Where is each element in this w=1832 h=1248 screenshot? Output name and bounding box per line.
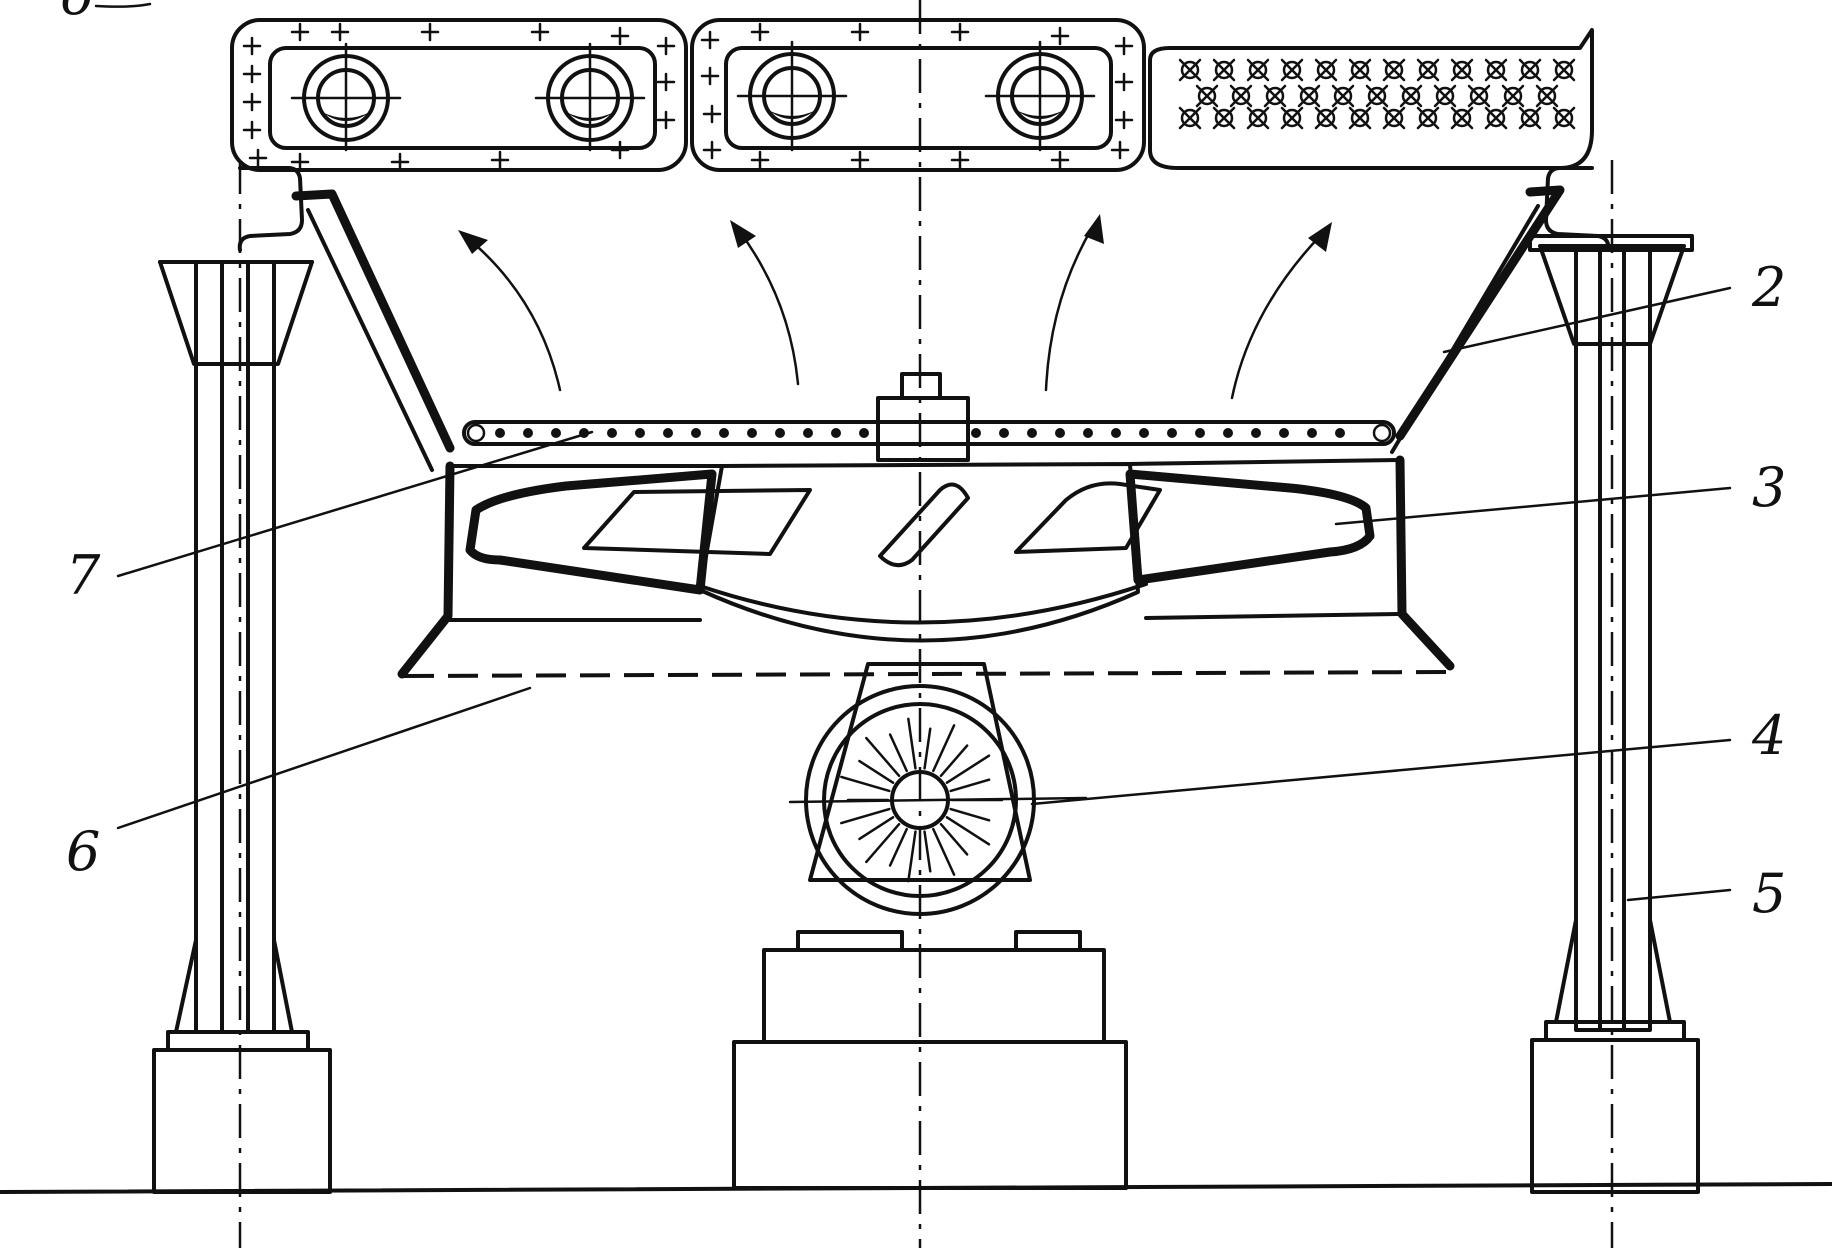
housing-right <box>1395 455 1455 671</box>
airflow-arrows <box>458 214 1332 400</box>
callout-2: 2 <box>1751 256 1786 319</box>
diffuser-right-inner <box>1390 204 1540 454</box>
fan-blade-right-face <box>1014 481 1162 554</box>
diffuser-left-wall <box>291 189 455 453</box>
fan-diffuser <box>291 185 1565 472</box>
diffuser-left-inner <box>306 208 434 472</box>
leader-2 <box>1442 286 1732 354</box>
tube-bundle-middle <box>690 18 1146 172</box>
left-column <box>152 260 332 1194</box>
fan-housing <box>397 455 1455 679</box>
tube-bundle-left <box>230 18 688 172</box>
callout-6: 6 <box>66 820 100 883</box>
corner-mark-stroke <box>94 2 152 8</box>
leader-lines <box>116 286 1732 902</box>
grid-rod <box>462 420 1396 446</box>
fan-hub-top <box>876 396 970 462</box>
diffuser-right-wall <box>1395 185 1565 441</box>
inlet-boundary <box>403 670 1449 678</box>
callout-4: 4 <box>1751 704 1786 767</box>
leader-5 <box>1626 888 1732 902</box>
left-rail <box>237 166 304 252</box>
foundation-lower <box>732 1040 1128 1190</box>
fan-blade-left-face <box>582 488 812 556</box>
nozzle-3 <box>736 40 848 152</box>
callout-7: 7 <box>66 544 101 607</box>
leader-7 <box>116 430 594 578</box>
fan-hub-lower <box>698 582 1148 625</box>
tube-bundle-left-inner <box>268 46 657 150</box>
airflow-arrow-1 <box>468 238 562 392</box>
leader-3 <box>1334 486 1732 526</box>
leader-6 <box>116 686 532 830</box>
tube-bundle-group <box>230 18 1594 172</box>
nozzle-2 <box>534 42 646 152</box>
fan-hub-body <box>698 462 1140 643</box>
airflow-arrow-4 <box>1230 234 1322 400</box>
fan-hub-cap <box>900 372 942 400</box>
drive-unit <box>788 662 1088 952</box>
airflow-arrow-3 <box>1044 226 1094 392</box>
foundation-upper <box>762 948 1106 1044</box>
callout-3: 3 <box>1752 456 1786 519</box>
motor-housing-outer <box>804 684 1036 916</box>
leader-4 <box>1030 738 1732 806</box>
central-foundation <box>732 948 1128 1190</box>
corner-mark: б <box>60 0 94 27</box>
drive-pedestal <box>808 662 1032 882</box>
right-column <box>1528 234 1700 1194</box>
nozzle-4 <box>984 40 1096 152</box>
airflow-arrow-2 <box>738 230 800 386</box>
right-rail <box>1544 166 1611 252</box>
tube-bundle-middle-inner <box>724 46 1113 150</box>
protective-grid <box>462 420 1396 446</box>
fan-rotor <box>465 372 1375 643</box>
tube-end-marks <box>242 22 1134 172</box>
callout-5: 5 <box>1752 862 1786 925</box>
nozzle-1 <box>290 42 402 152</box>
hub-slot <box>878 482 970 568</box>
fan-blade-left <box>465 469 717 595</box>
tube-cross-section-marks <box>1178 58 1576 130</box>
tube-bundle-right <box>1148 28 1594 170</box>
fan-blade-right <box>1125 469 1375 585</box>
housing-left <box>397 461 455 679</box>
